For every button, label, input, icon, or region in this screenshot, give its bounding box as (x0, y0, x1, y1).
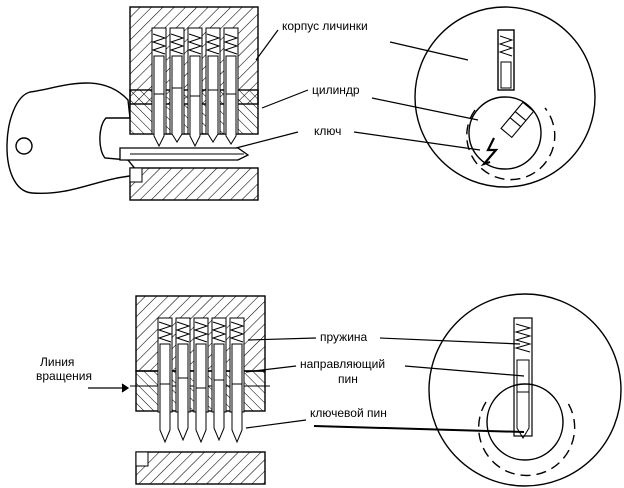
housing-circle-top (414, 6, 596, 188)
shear-circle-bottom (477, 399, 576, 477)
key-bow (6, 82, 137, 195)
springs-top (151, 33, 239, 55)
housing-bottom-2 (135, 451, 266, 485)
leader-lines (88, 29, 525, 433)
label-cylinder: цилиндр (312, 83, 360, 97)
label-key: ключ (314, 124, 342, 138)
housing-bottom (129, 167, 259, 201)
top-front-view (414, 6, 596, 188)
label-spring: пружина (320, 330, 368, 344)
key-pins-bottom (159, 377, 243, 444)
cylinder-circle-bottom (486, 383, 564, 461)
label-driver-pin-line2: пин (338, 372, 358, 386)
key-hole (15, 137, 33, 155)
shear-circle-top (466, 107, 556, 181)
label-shear-line-2: вращения (36, 369, 92, 383)
cylinder-circle-top (468, 96, 542, 170)
label-driver-pin-line1: направляющий (300, 357, 386, 371)
springs-bottom (157, 321, 245, 343)
key-pins-top (153, 87, 237, 148)
key-tip-front (480, 137, 499, 167)
top-side-view (6, 6, 259, 201)
label-housing: корпус личинки (282, 19, 368, 33)
housing-circle-bottom (428, 293, 622, 487)
label-shear-line-1: Линия (40, 355, 75, 369)
bottom-front-view (428, 293, 622, 487)
bottom-side-view (130, 295, 270, 485)
label-key-pin: ключевой пин (310, 406, 387, 420)
